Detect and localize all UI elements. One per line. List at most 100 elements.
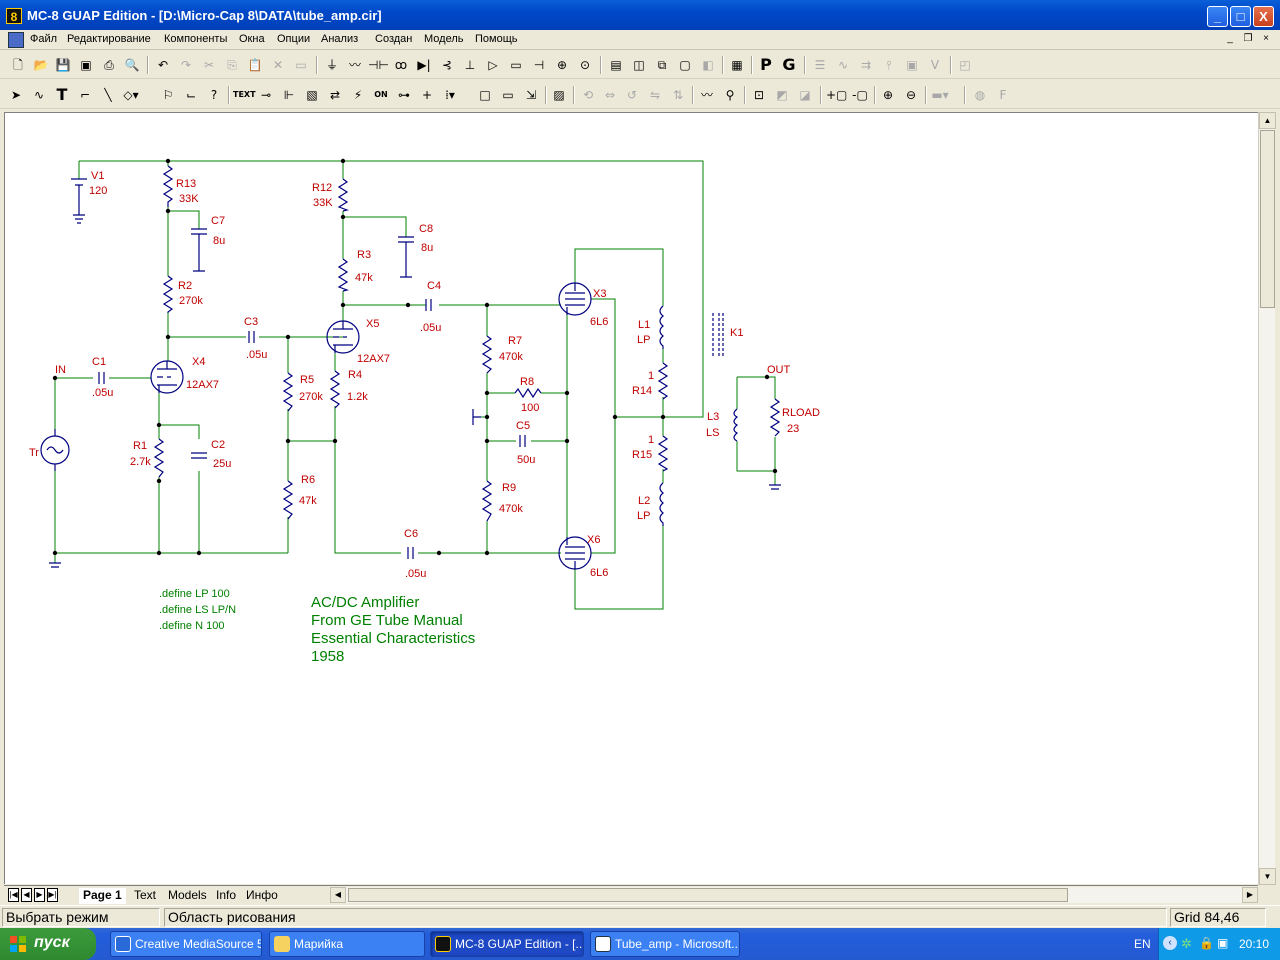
grid-icon[interactable]: ⁞▾	[445, 88, 455, 102]
last-page-icon[interactable]: ▶|	[47, 888, 58, 902]
schematic-canvas[interactable]: V1 120 R13 33K C7 8u R2 270k R12 33K C8 …	[4, 112, 1262, 884]
vertical-scroll-thumb[interactable]	[1260, 130, 1275, 308]
menu-file[interactable]: Файл	[30, 33, 58, 45]
chart-icon[interactable]: ◰	[959, 58, 971, 72]
probe-icon[interactable]: ⫯	[886, 58, 892, 72]
menu-analysis[interactable]: Анализ	[321, 33, 359, 45]
mdi-close-button[interactable]: ×	[1263, 33, 1269, 44]
macro-icon[interactable]: ⊡	[753, 88, 765, 102]
monitor-icon[interactable]: ▣	[906, 58, 918, 72]
ground-icon[interactable]: ⏚	[325, 58, 338, 72]
color-icon[interactable]: ◍	[974, 88, 986, 102]
language-indicator[interactable]: EN	[1134, 937, 1151, 951]
fill-icon[interactable]: ▬▾	[931, 88, 949, 102]
tray-network-icon[interactable]: ▣	[1217, 936, 1229, 950]
page-add-icon[interactable]: +▢	[826, 88, 848, 102]
properties-icon[interactable]: ▨	[553, 88, 565, 102]
font-icon[interactable]: F	[999, 88, 1007, 102]
task-folder[interactable]: Марийка	[269, 931, 425, 957]
tab-models[interactable]: Models	[168, 888, 207, 902]
tab-text[interactable]: Text	[134, 888, 157, 902]
menu-options[interactable]: Опции	[277, 33, 311, 45]
calculator-icon[interactable]: ▦	[731, 58, 743, 72]
source-icon[interactable]: ⊕	[556, 58, 568, 72]
mirror-icon[interactable]: ⇔	[604, 88, 616, 102]
help-cursor-icon[interactable]: ?	[210, 88, 218, 102]
mosfet-icon[interactable]: ⊥	[464, 58, 476, 72]
zoom-out-icon[interactable]: ⊖	[905, 88, 917, 102]
grid-g-button[interactable]: G	[782, 55, 796, 74]
tray-gear-icon[interactable]: ✲	[1181, 936, 1192, 951]
schematic-drawing[interactable]: V1 120 R13 33K C7 8u R2 270k R12 33K C8 …	[5, 113, 1263, 885]
tray-expand-icon[interactable]: ‹	[1163, 936, 1177, 950]
menu-edit[interactable]: Редактирование	[67, 33, 151, 45]
scroll-left-icon[interactable]: ◀	[330, 887, 346, 903]
document-icon[interactable]	[8, 32, 24, 48]
scroll-up-icon[interactable]: ▲	[1259, 112, 1276, 129]
zoom-in-icon[interactable]: ⊕	[882, 88, 894, 102]
text-tool-icon[interactable]: T	[56, 85, 68, 104]
inductor-icon[interactable]: ꝏ	[394, 58, 408, 72]
close-button[interactable]: X	[1253, 6, 1274, 27]
cascade-icon[interactable]: ⧉	[657, 58, 667, 72]
start-button[interactable]: пуск	[0, 928, 96, 960]
menu-components[interactable]: Компоненты	[164, 33, 228, 45]
battery-icon[interactable]: ⊣	[533, 58, 545, 72]
maximize-button[interactable]: □	[1230, 6, 1251, 27]
window-split-icon[interactable]: ▤	[610, 58, 622, 72]
mdi-minimize-button[interactable]: _	[1227, 33, 1233, 44]
send-back-icon[interactable]: ◪	[799, 88, 811, 102]
waveform-icon[interactable]: ∿	[837, 58, 849, 72]
flag-icon[interactable]: ⚐	[162, 88, 174, 102]
tile-icon[interactable]: ◧	[702, 58, 714, 72]
bring-front-icon[interactable]: ◩	[776, 88, 788, 102]
pin-connections-icon[interactable]: ⇄	[329, 88, 341, 102]
ic-icon[interactable]: ▭	[510, 58, 522, 72]
current-icon[interactable]: ⚡	[353, 88, 363, 102]
vertical-scrollbar[interactable]: ▲ ▼	[1258, 112, 1276, 885]
border-icon[interactable]: □	[479, 88, 491, 102]
transistor-icon[interactable]: ⊰	[441, 58, 453, 72]
undo-icon[interactable]: ↶	[157, 58, 169, 72]
diode-icon[interactable]: ▶|	[417, 58, 431, 72]
tab-info-ru[interactable]: Инфо	[246, 888, 278, 902]
text-button[interactable]: TEXT	[233, 90, 256, 99]
prev-page-icon[interactable]: ◀	[21, 888, 32, 902]
minimize-button[interactable]: _	[1207, 6, 1228, 27]
print-preview-icon[interactable]: 🔍	[124, 58, 140, 72]
find-icon[interactable]: ⚲	[725, 88, 735, 102]
horizontal-scrollbar[interactable]: ◀ ▶	[330, 887, 1258, 903]
flip-icon[interactable]: ⇋	[649, 88, 661, 102]
next-page-icon[interactable]: ▶	[34, 888, 45, 902]
stepping-icon[interactable]: ⇉	[860, 58, 872, 72]
attribute-icon[interactable]: ⊩	[283, 88, 295, 102]
menu-model[interactable]: Модель	[424, 33, 464, 45]
menu-help[interactable]: Помощь	[475, 33, 518, 45]
scroll-right-icon[interactable]: ▶	[1242, 887, 1258, 903]
horizontal-scroll-thumb[interactable]	[348, 888, 1068, 902]
task-creative-mediasource[interactable]: Creative MediaSource 5	[110, 931, 262, 957]
copy-icon[interactable]: ⎘	[227, 58, 237, 72]
title-block-icon[interactable]: ▭	[502, 88, 514, 102]
crosshair-icon[interactable]: +	[421, 88, 433, 102]
capacitor-icon[interactable]: ⊣⊢	[368, 58, 389, 72]
save-icon[interactable]: 💾	[55, 58, 71, 72]
select-arrow-icon[interactable]: ➤	[10, 88, 22, 102]
save-all-icon[interactable]: ▣	[80, 58, 92, 72]
shapes-icon[interactable]: ◇▾	[123, 88, 139, 102]
flip-v-icon[interactable]: ⇅	[672, 88, 684, 102]
page-remove-icon[interactable]: -▢	[852, 88, 868, 102]
pin-icon[interactable]: ⌙	[185, 88, 197, 102]
redo-icon[interactable]: ↷	[180, 58, 192, 72]
first-page-icon[interactable]: |◀	[8, 888, 19, 902]
clear-icon[interactable]: ▭	[295, 58, 307, 72]
resistor-icon[interactable]: 〰	[348, 58, 361, 72]
vt-icon[interactable]: V	[930, 58, 940, 72]
tab-page-1[interactable]: Page 1	[79, 888, 126, 904]
tray-lock-icon[interactable]: 🔒	[1199, 936, 1214, 950]
menu-windows[interactable]: Окна	[239, 33, 265, 45]
display-icon[interactable]: ▧	[306, 88, 318, 102]
scroll-down-icon[interactable]: ▼	[1259, 868, 1276, 885]
cut-icon[interactable]: ✂	[203, 58, 215, 72]
delete-icon[interactable]: ✕	[272, 58, 284, 72]
